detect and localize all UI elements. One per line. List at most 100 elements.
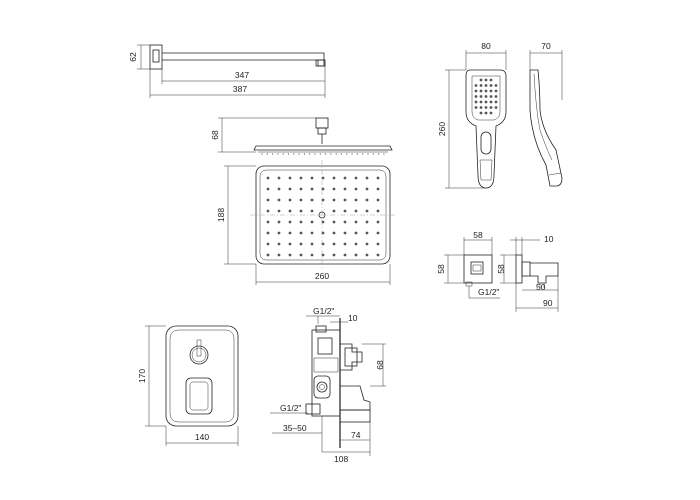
- head-nozzle: [332, 176, 336, 180]
- head-nozzle: [266, 187, 270, 191]
- head-nozzle: [299, 220, 303, 224]
- head-side-nozzle: [298, 153, 300, 155]
- head-side-nozzle: [351, 153, 353, 155]
- hand-nozzle: [484, 111, 488, 115]
- head-nozzle: [376, 187, 380, 191]
- hand-depth-label: 70: [541, 41, 551, 51]
- outlet-width-label: 58: [473, 230, 483, 240]
- head-nozzle: [354, 198, 358, 202]
- head-nozzle: [277, 242, 281, 246]
- head-side-nozzle: [335, 153, 337, 155]
- head-nozzle: [266, 242, 270, 246]
- hand-nozzle: [489, 95, 493, 98]
- head-side-nozzle: [362, 153, 364, 155]
- head-nozzle: [332, 187, 336, 191]
- head-nozzle: [376, 176, 380, 180]
- head-side-nozzle: [378, 153, 380, 155]
- hand-nozzle: [494, 106, 498, 109]
- arm-height-label: 62: [128, 52, 138, 62]
- head-side-nozzle: [383, 153, 385, 155]
- hand-shower-front-view: 80 260: [437, 41, 507, 189]
- shower-arm-view: 62 347 387: [128, 44, 326, 98]
- outlet-height-label: 58: [436, 264, 446, 274]
- head-nozzle: [310, 242, 314, 246]
- hand-shower-side-view: 70: [529, 41, 563, 187]
- head-nozzle: [288, 176, 292, 180]
- body-outlet-height-label: 68: [375, 360, 385, 370]
- arm-inner-length-label: 347: [235, 70, 249, 80]
- head-side-nozzle: [330, 153, 332, 155]
- head-shower-side-view: 68: [210, 117, 393, 155]
- head-nozzle: [332, 242, 336, 246]
- head-nozzle: [321, 198, 325, 202]
- head-side-nozzle: [266, 153, 268, 155]
- hand-nozzle: [479, 89, 483, 93]
- head-nozzle: [277, 209, 281, 213]
- head-shower-front-view: 188 260: [216, 160, 396, 285]
- head-side-nozzle: [356, 153, 358, 155]
- head-nozzle: [288, 220, 292, 224]
- hand-nozzle: [484, 78, 488, 82]
- head-nozzle: [365, 220, 369, 224]
- head-side-nozzle: [325, 153, 327, 155]
- hand-nozzle: [489, 100, 493, 104]
- hand-nozzle: [489, 89, 493, 93]
- head-nozzle: [343, 187, 347, 191]
- head-nozzle: [365, 209, 369, 213]
- body-install-depth-label: 35–50: [283, 423, 307, 433]
- head-side-nozzle: [367, 153, 369, 155]
- hand-nozzle: [484, 106, 488, 109]
- wall-outlet-side-view: 10 58 50 90: [496, 234, 559, 312]
- outlet-length-label: 90: [543, 298, 553, 308]
- hand-nozzle: [484, 89, 488, 93]
- head-nozzle: [332, 198, 336, 202]
- head-nozzle: [266, 220, 270, 224]
- mixer-body-section-view: G1/2" 10 68 G1/2" 35–50 74 108: [270, 306, 386, 464]
- head-nozzle: [266, 253, 270, 257]
- hand-nozzle: [474, 95, 478, 98]
- head-thickness-label: 68: [210, 130, 220, 140]
- head-nozzle: [343, 198, 347, 202]
- head-depth-label: 188: [216, 208, 226, 222]
- head-nozzle: [321, 242, 325, 246]
- hand-nozzle: [479, 95, 483, 98]
- hand-nozzle: [489, 84, 493, 87]
- head-nozzle: [321, 187, 325, 191]
- head-side-nozzle: [346, 153, 348, 155]
- head-nozzle: [332, 253, 336, 257]
- head-nozzle: [299, 231, 303, 235]
- body-bottom-thread-label: G1/2": [280, 403, 301, 413]
- head-nozzle: [354, 253, 358, 257]
- head-nozzle: [343, 209, 347, 213]
- head-side-nozzle: [340, 153, 343, 155]
- head-nozzle: [321, 253, 325, 257]
- head-nozzle: [365, 187, 369, 191]
- head-nozzle: [343, 220, 347, 224]
- head-nozzle: [288, 198, 292, 202]
- head-nozzle: [376, 209, 380, 213]
- head-nozzle: [332, 220, 336, 224]
- head-nozzle: [332, 231, 336, 235]
- hand-nozzle: [484, 84, 488, 87]
- outlet-depth-label: 10: [544, 234, 554, 244]
- head-side-nozzle: [293, 153, 295, 155]
- hand-length-label: 260: [437, 122, 447, 136]
- head-side-nozzle: [272, 153, 274, 155]
- head-nozzle: [343, 242, 347, 246]
- head-side-nozzle: [287, 153, 290, 155]
- head-side-nozzle: [282, 153, 284, 155]
- hand-nozzle: [494, 100, 498, 104]
- hand-nozzle: [484, 95, 488, 98]
- body-total-depth-label: 108: [334, 454, 348, 464]
- mixer-plate-front-view: 170 140: [137, 325, 239, 446]
- outlet-offset-label: 50: [536, 282, 546, 292]
- head-nozzle: [376, 253, 380, 257]
- hand-nozzle: [489, 111, 493, 115]
- head-side-nozzle: [372, 153, 374, 155]
- head-nozzle: [277, 231, 281, 235]
- plate-height-label: 170: [137, 369, 147, 383]
- head-nozzle: [288, 209, 292, 213]
- head-nozzle: [354, 231, 358, 235]
- hand-nozzle: [479, 84, 483, 87]
